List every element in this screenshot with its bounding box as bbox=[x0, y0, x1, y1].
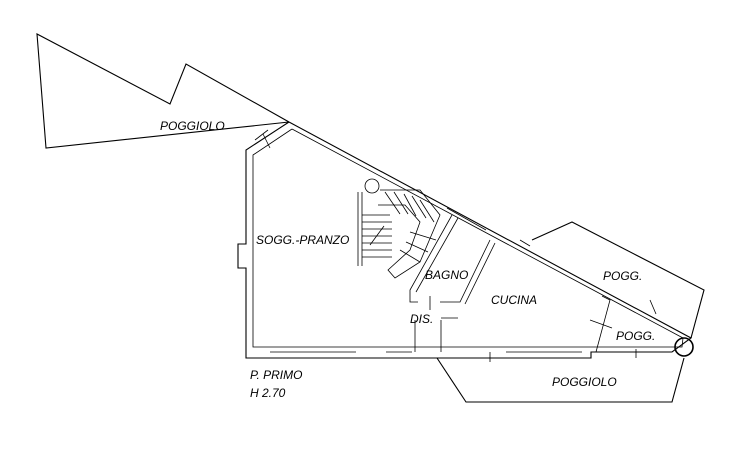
label-pogg-lower: POGG. bbox=[616, 329, 655, 343]
door-mark bbox=[446, 207, 487, 231]
cucina-wall bbox=[595, 295, 611, 353]
building-inner-wall bbox=[252, 128, 684, 348]
door-mark bbox=[254, 129, 269, 141]
bagno-wall bbox=[464, 242, 496, 305]
door-mark bbox=[589, 319, 613, 329]
column-icon bbox=[674, 337, 694, 357]
lower-balcony-outline bbox=[436, 357, 685, 403]
label-poggiolo-bottom: POGGIOLO bbox=[552, 375, 617, 389]
label-bagno: BAGNO bbox=[425, 268, 468, 282]
bagno-wall bbox=[440, 239, 491, 303]
top-balcony-outline bbox=[36, 33, 290, 149]
label-dis: DIS. bbox=[410, 312, 433, 326]
label-pogg-upper: POGG. bbox=[603, 269, 642, 283]
upper-right-balcony-outline bbox=[531, 221, 705, 339]
stair-treads-icon bbox=[362, 191, 437, 263]
door-mark bbox=[649, 299, 657, 315]
door-mark bbox=[519, 239, 531, 247]
label-poggiolo-top: POGGIOLO bbox=[160, 119, 225, 133]
bagno-wall bbox=[415, 217, 459, 293]
door-mark bbox=[262, 133, 271, 149]
level-name: P. PRIMO bbox=[250, 368, 302, 382]
label-cucina: CUCINA bbox=[491, 293, 537, 307]
stair-post-icon bbox=[364, 178, 380, 194]
bagno-wall bbox=[409, 214, 453, 303]
level-height: H 2.70 bbox=[250, 386, 286, 400]
label-soggiorno-pranzo: SOGG.-PRANZO bbox=[256, 233, 349, 247]
stair-outline bbox=[378, 189, 441, 279]
